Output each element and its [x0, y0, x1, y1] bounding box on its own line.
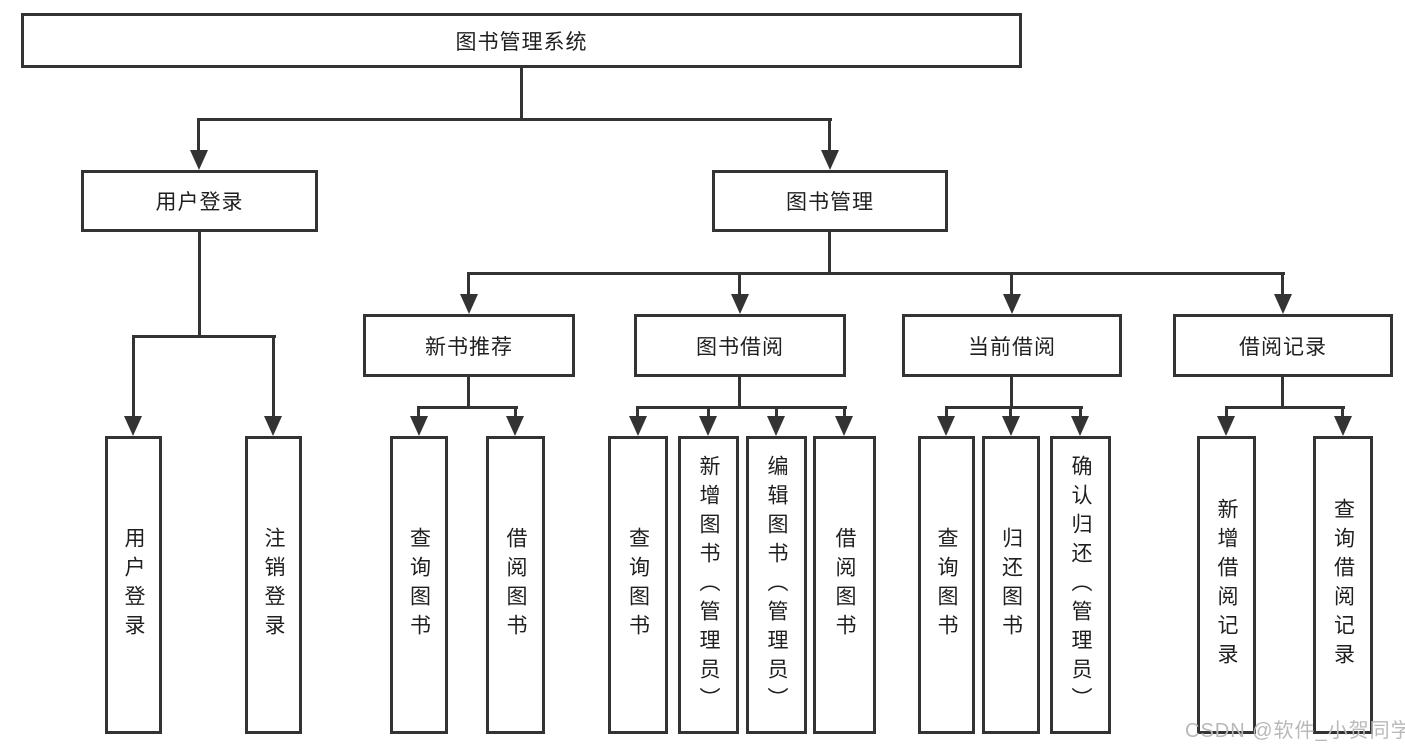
connector-root-hbar: [197, 118, 832, 121]
connector-to-leaf-user-login: [132, 335, 135, 416]
leaf-return-book: 归还图书: [982, 436, 1040, 734]
arrow-down-icon: [1217, 416, 1235, 436]
connector-to-leaf: [1341, 406, 1344, 416]
connector-to-book-mgmt: [828, 118, 831, 150]
connector-to-new-book-rec: [467, 272, 470, 294]
node-user-login-label: 用户登录: [155, 191, 244, 214]
leaf-query-book-label: 查询图书: [935, 527, 959, 643]
connector-to-leaf: [843, 406, 846, 416]
arrow-down-icon: [506, 416, 524, 436]
leaf-add-borrow-record: 新增借阅记录: [1197, 436, 1256, 734]
connector-borrow-records-stem: [1281, 377, 1284, 406]
leaf-borrow-book-under-new-book-rec: 借阅图书: [486, 436, 545, 734]
node-borrow-records-label: 借阅记录: [1239, 335, 1327, 359]
leaf-confirm-return-admin: 确认归还（管理员）: [1050, 436, 1111, 734]
leaf-logout: 注销登录: [245, 436, 302, 734]
arrow-down-icon: [731, 294, 749, 314]
leaf-return-book-label: 归还图书: [999, 527, 1023, 643]
leaf-query-book-under-book-borrow: 查询图书: [608, 436, 668, 734]
arrow-down-icon: [1071, 416, 1089, 436]
leaf-user-login: 用户登录: [105, 436, 162, 734]
leaf-query-book-label: 查询图书: [407, 527, 431, 643]
connector-to-borrow-records: [1281, 272, 1284, 294]
connector-borrow-records-hbar: [1225, 406, 1345, 409]
arrow-down-icon: [767, 416, 785, 436]
arrow-down-icon: [821, 150, 839, 170]
leaf-borrow-book-label: 借阅图书: [833, 527, 857, 643]
arrow-down-icon: [410, 416, 428, 436]
arrow-down-icon: [124, 416, 142, 436]
csdn-watermark: CSDN @软件_小贺同学: [1185, 720, 1405, 742]
connector-to-leaf: [775, 406, 778, 416]
connector-to-leaf: [514, 406, 517, 416]
leaf-edit-book-admin-label: 编辑图书（管理员）: [765, 454, 789, 716]
leaf-borrow-book-under-book-borrow: 借阅图书: [813, 436, 876, 734]
leaf-user-login-label: 用户登录: [122, 527, 146, 643]
connector-book-borrow-stem: [738, 377, 741, 406]
connector-to-current-borrow: [1010, 272, 1013, 294]
connector-to-leaf: [636, 406, 639, 416]
connector-new-book-rec-hbar: [417, 406, 518, 409]
node-current-borrow-label: 当前借阅: [968, 335, 1056, 359]
node-book-mgmt: 图书管理: [712, 170, 948, 232]
node-book-borrow-label: 图书借阅: [696, 335, 784, 359]
arrow-down-icon: [264, 416, 282, 436]
connector-to-leaf: [1079, 406, 1082, 416]
leaf-borrow-book-label: 借阅图书: [504, 527, 528, 643]
connector-to-leaf: [945, 406, 948, 416]
connector-book-mgmt-hbar: [467, 272, 1285, 275]
arrow-down-icon: [1003, 294, 1021, 314]
leaf-query-borrow-record-label: 查询借阅记录: [1331, 498, 1355, 672]
arrow-down-icon: [699, 416, 717, 436]
node-root: 图书管理系统: [21, 13, 1022, 68]
leaf-logout-label: 注销登录: [262, 527, 286, 643]
connector-to-book-borrow: [738, 272, 741, 294]
leaf-add-borrow-record-label: 新增借阅记录: [1215, 498, 1239, 672]
arrow-down-icon: [460, 294, 478, 314]
arrow-down-icon: [1274, 294, 1292, 314]
connector-to-leaf: [707, 406, 710, 416]
arrow-down-icon: [835, 416, 853, 436]
leaf-edit-book-admin: 编辑图书（管理员）: [746, 436, 807, 734]
connector-to-leaf: [1009, 406, 1012, 416]
arrow-down-icon: [190, 150, 208, 170]
arrow-down-icon: [1002, 416, 1020, 436]
connector-to-leaf-logout: [272, 335, 275, 416]
connector-to-leaf: [1225, 406, 1228, 416]
connector-user-login-hbar: [132, 335, 276, 338]
node-book-borrow: 图书借阅: [634, 314, 846, 377]
connector-new-book-rec-stem: [467, 377, 470, 406]
leaf-query-book-under-new-book-rec: 查询图书: [390, 436, 448, 734]
leaf-add-book-admin-label: 新增图书（管理员）: [697, 454, 721, 716]
node-user-login: 用户登录: [81, 170, 318, 232]
connector-current-borrow-hbar: [945, 406, 1083, 409]
connector-to-user-login: [197, 118, 200, 150]
leaf-confirm-return-admin-label: 确认归还（管理员）: [1069, 454, 1093, 716]
arrow-down-icon: [937, 416, 955, 436]
node-book-mgmt-label: 图书管理: [786, 191, 874, 214]
leaf-add-book-admin: 新增图书（管理员）: [678, 436, 739, 734]
node-current-borrow: 当前借阅: [902, 314, 1122, 377]
node-borrow-records: 借阅记录: [1173, 314, 1393, 377]
leaf-query-book-under-current-borrow: 查询图书: [918, 436, 975, 734]
connector-book-mgmt-stem: [828, 232, 831, 272]
node-new-book-rec-label: 新书推荐: [425, 335, 513, 359]
connector-user-login-stem: [198, 232, 201, 335]
node-new-book-rec: 新书推荐: [363, 314, 575, 377]
connector-current-borrow-stem: [1010, 377, 1013, 406]
leaf-query-book-label: 查询图书: [626, 527, 650, 643]
connector-to-leaf: [417, 406, 420, 416]
connector-root-stem: [520, 68, 523, 118]
connector-book-borrow-hbar: [636, 406, 847, 409]
arrow-down-icon: [629, 416, 647, 436]
node-root-label: 图书管理系统: [455, 30, 588, 54]
arrow-down-icon: [1334, 416, 1352, 436]
leaf-query-borrow-record: 查询借阅记录: [1313, 436, 1373, 734]
